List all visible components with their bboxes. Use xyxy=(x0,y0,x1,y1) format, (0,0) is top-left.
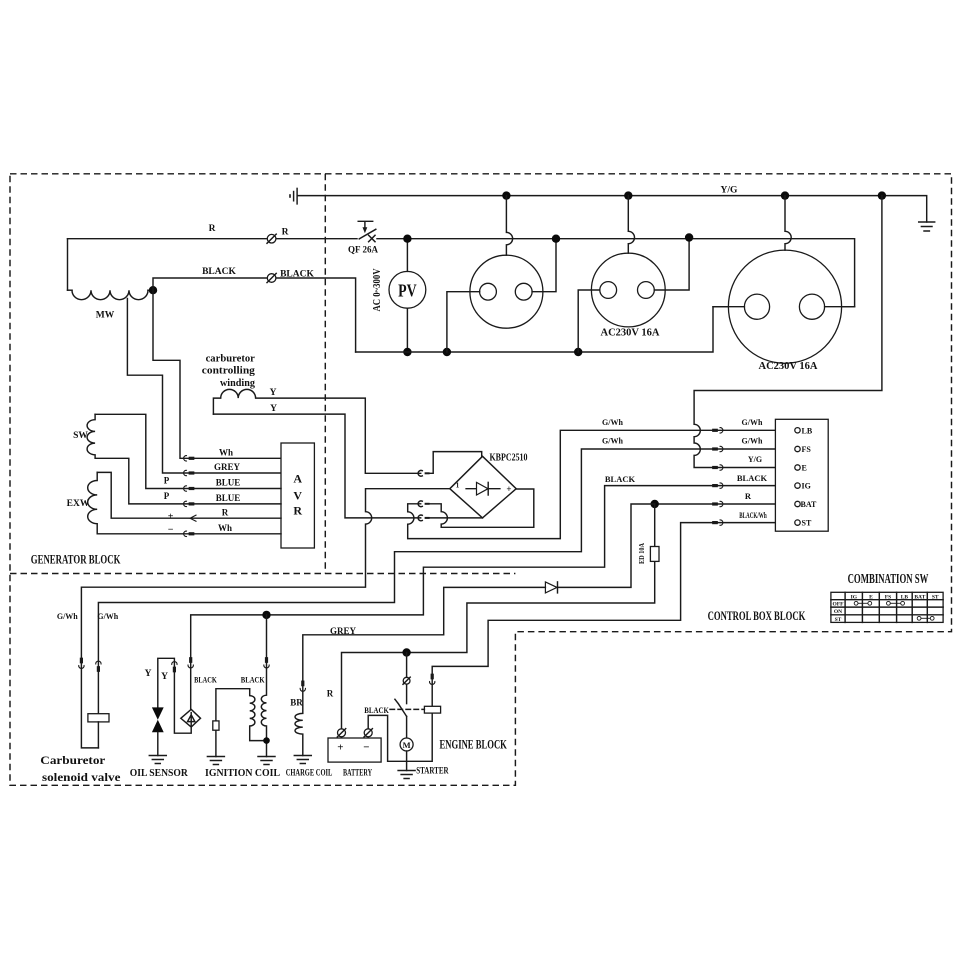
svg-text:LB: LB xyxy=(802,426,813,435)
svg-text:BLUE: BLUE xyxy=(216,478,241,488)
svg-text:R: R xyxy=(282,228,289,238)
svg-text:+: + xyxy=(506,484,511,494)
svg-text:CONTROL BOX BLOCK: CONTROL BOX BLOCK xyxy=(708,608,806,623)
svg-text:BLACK: BLACK xyxy=(605,474,636,484)
svg-text:solenoid valve: solenoid valve xyxy=(42,770,121,784)
svg-text:BLUE: BLUE xyxy=(216,493,241,503)
svg-text:G/Wh: G/Wh xyxy=(742,418,763,427)
svg-text:R: R xyxy=(209,224,216,234)
svg-text:1: 1 xyxy=(456,481,460,489)
svg-text:BAT: BAT xyxy=(801,500,818,509)
svg-text:BLACK: BLACK xyxy=(364,705,389,715)
svg-text:+: + xyxy=(168,512,174,523)
svg-text:Y: Y xyxy=(270,404,277,414)
svg-text:AC230V 16A: AC230V 16A xyxy=(600,328,659,339)
svg-text:G/Wh: G/Wh xyxy=(602,437,623,446)
svg-text:E: E xyxy=(802,464,807,473)
svg-text:Wh: Wh xyxy=(218,523,232,533)
svg-text:ST: ST xyxy=(932,594,939,600)
svg-text:COMBINATION SW: COMBINATION SW xyxy=(848,571,929,586)
svg-text:G/Wh: G/Wh xyxy=(57,612,78,621)
svg-text:BR: BR xyxy=(290,698,303,708)
svg-text:BATTERY: BATTERY xyxy=(343,769,372,779)
svg-text:CHARGE COIL: CHARGE COIL xyxy=(286,769,333,779)
svg-text:P: P xyxy=(164,476,170,486)
svg-text:GREY: GREY xyxy=(330,626,357,636)
svg-text:P: P xyxy=(164,491,170,501)
svg-text:BLACK: BLACK xyxy=(737,473,768,483)
svg-text:ENGINE BLOCK: ENGINE BLOCK xyxy=(440,738,508,752)
svg-text:FS: FS xyxy=(885,594,891,600)
svg-text:AC 0~300V: AC 0~300V xyxy=(371,268,383,311)
svg-text:GREY: GREY xyxy=(214,462,241,472)
svg-text:R: R xyxy=(327,688,334,698)
svg-text:KBPC2510: KBPC2510 xyxy=(490,452,528,464)
svg-text:Y: Y xyxy=(145,669,152,679)
svg-text:−: − xyxy=(363,742,369,754)
svg-text:FS: FS xyxy=(802,445,812,454)
svg-text:Y: Y xyxy=(270,388,277,398)
svg-text:Y/G: Y/G xyxy=(721,186,739,196)
svg-text:SW: SW xyxy=(73,431,88,441)
svg-text:G/Wh: G/Wh xyxy=(97,612,118,621)
svg-text:+: + xyxy=(337,742,343,754)
svg-text:ON: ON xyxy=(834,609,842,615)
svg-text:A: A xyxy=(293,471,302,485)
svg-text:controlling: controlling xyxy=(202,364,256,376)
svg-text:BLACK: BLACK xyxy=(194,674,217,684)
svg-text:M: M xyxy=(403,740,411,750)
svg-text:R: R xyxy=(745,491,752,501)
svg-text:Wh: Wh xyxy=(219,447,233,457)
svg-text:IGNITION COIL: IGNITION COIL xyxy=(205,767,280,779)
svg-text:−: − xyxy=(168,525,174,536)
svg-text:BAT: BAT xyxy=(914,594,925,600)
svg-text:BLACK: BLACK xyxy=(280,270,314,280)
svg-text:BLACK: BLACK xyxy=(241,674,265,684)
svg-text:OFF: OFF xyxy=(833,602,845,608)
svg-text:IG: IG xyxy=(851,594,858,600)
svg-text:winding: winding xyxy=(220,377,255,389)
svg-text:IG: IG xyxy=(802,482,811,491)
svg-text:Y: Y xyxy=(161,672,168,682)
svg-text:R: R xyxy=(293,504,302,518)
svg-text:G/Wh: G/Wh xyxy=(742,437,763,446)
svg-text:EXW: EXW xyxy=(67,499,90,509)
svg-text:QF 26A: QF 26A xyxy=(348,245,378,255)
svg-text:GENERATOR BLOCK: GENERATOR BLOCK xyxy=(31,553,121,567)
svg-text:MW: MW xyxy=(96,311,115,321)
svg-text:ST: ST xyxy=(835,617,842,623)
svg-text:OIL SENSOR: OIL SENSOR xyxy=(130,767,189,779)
svg-text:BLACK/Wh: BLACK/Wh xyxy=(739,511,767,520)
svg-text:STARTER: STARTER xyxy=(416,767,448,777)
svg-text:Carburetor: Carburetor xyxy=(40,753,106,767)
svg-text:G/Wh: G/Wh xyxy=(602,418,623,427)
svg-text:E: E xyxy=(869,594,873,600)
svg-text:PV: PV xyxy=(398,280,417,300)
svg-text:LB: LB xyxy=(901,594,909,600)
svg-text:BLACK: BLACK xyxy=(202,267,236,277)
svg-text:AC230V 16A: AC230V 16A xyxy=(758,361,817,372)
svg-text:ED 10A: ED 10A xyxy=(637,543,646,564)
svg-text:ST: ST xyxy=(802,519,812,528)
svg-text:V: V xyxy=(293,488,302,502)
svg-text:carburetor: carburetor xyxy=(206,352,255,364)
svg-text:Y/G: Y/G xyxy=(748,455,762,464)
svg-text:R: R xyxy=(222,507,229,517)
